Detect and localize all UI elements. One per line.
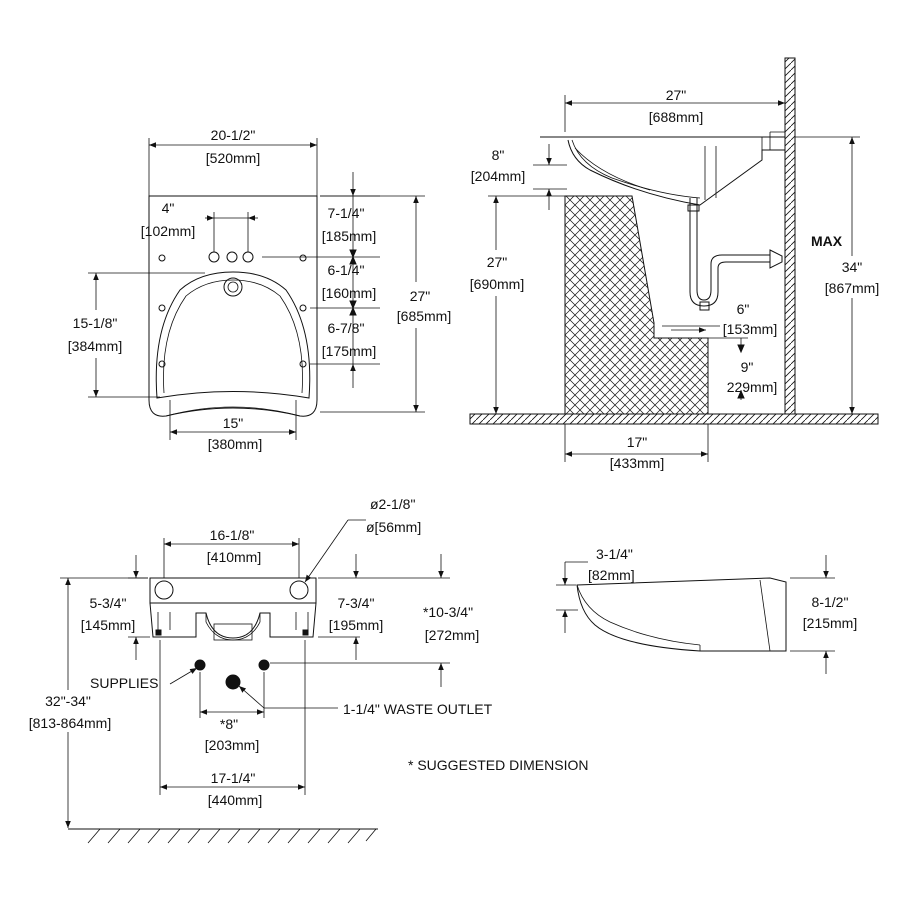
knee-height-mm-label: [690mm] — [470, 276, 524, 292]
drain-icon — [223, 277, 243, 297]
mount-height-mm-label: [813-864mm] — [29, 715, 111, 731]
body-height-label: 7-3/4" — [338, 595, 375, 611]
plan-dim-b-mm-label: [160mm] — [322, 285, 376, 301]
rim-height-mm-label: [867mm] — [825, 280, 879, 296]
plan-dim-c-mm-label: [175mm] — [322, 343, 376, 359]
plan-dim-a-label: 7-1/4" — [328, 205, 365, 221]
front-height-mm-label: [82mm] — [588, 567, 635, 583]
overhang-mm-label: [204mm] — [471, 168, 525, 184]
mount-spacing-mm-label: [410mm] — [207, 549, 261, 565]
mounting-hole-icon — [299, 360, 307, 368]
plan-sink-outline — [148, 195, 318, 417]
toe-depth-label: 9" — [741, 359, 754, 375]
supplies-label: SUPPLIES — [90, 675, 158, 691]
footnote: * SUGGESTED DIMENSION — [408, 757, 588, 773]
wall — [784, 57, 796, 415]
rim-height-label: 34" — [842, 259, 863, 275]
supply-spacing-mm-label: [203mm] — [205, 737, 259, 753]
mounting-hole-icon — [158, 360, 166, 368]
front-floor-hatch — [87, 828, 377, 844]
faucet-hole-icon — [208, 251, 220, 263]
max-label: MAX — [811, 233, 843, 249]
body-height-mm-label: [195mm] — [329, 617, 383, 633]
plan-width-label: 20-1/2" — [211, 127, 256, 143]
profile-view: 3-1/4" [82mm] 8-1/2" [215mm] — [556, 546, 857, 674]
toe-depth-mm-label: 229mm] — [727, 379, 778, 395]
front-sink-body — [149, 577, 317, 604]
supply-icon — [194, 659, 206, 671]
supply-drop-label: *10-3/4" — [423, 604, 473, 620]
faucet-spread-label: 4" — [162, 200, 175, 216]
plan-width-mm-label: [520mm] — [206, 150, 260, 166]
supply-icon — [258, 659, 270, 671]
mounting-hole-icon — [299, 254, 307, 262]
mounting-hole-icon — [299, 304, 307, 312]
supply-drop-mm-label: [272mm] — [425, 627, 479, 643]
knee-depth-label: 17" — [627, 434, 648, 450]
plan-view: 20-1/2" [520mm] 4" [102mm] 7-1/4" [185mm… — [55, 127, 460, 452]
waste-outlet-label: 1-1/4" WASTE OUTLET — [343, 701, 493, 717]
toe-height-mm-label: [153mm] — [723, 321, 777, 337]
side-projection-mm-label: [688mm] — [649, 109, 703, 125]
faucet-hole-icon — [242, 251, 254, 263]
bracket-spacing-label: 17-1/4" — [211, 770, 256, 786]
plan-dim-c-label: 6-7/8" — [328, 320, 365, 336]
front-view: ø2-1/8" ø[56mm] 16-1/8" [410mm] 5-3/4" [… — [14, 496, 493, 844]
bowl-width-label: 15" — [223, 415, 244, 431]
side-projection-label: 27" — [666, 87, 687, 103]
overhang-label: 8" — [492, 147, 505, 163]
faucet-spread-mm-label: [102mm] — [141, 223, 195, 239]
floor — [469, 413, 879, 425]
bowl-depth-mm-label: [384mm] — [68, 338, 122, 354]
knee-clearance-block — [564, 195, 709, 415]
knee-height-label: 27" — [487, 254, 508, 270]
knee-depth-mm-label: [433mm] — [610, 455, 664, 471]
overflow-hole-icon — [154, 580, 174, 600]
bowl-width-mm-label: [380mm] — [208, 436, 262, 452]
toe-height-label: 6" — [737, 301, 750, 317]
plan-depth-mm-label: [685mm] — [397, 308, 451, 324]
plan-dim-a-mm-label: [185mm] — [322, 228, 376, 244]
supply-spacing-label: *8" — [220, 716, 238, 732]
side-sink-profile — [540, 136, 786, 206]
mounting-hole-icon — [158, 304, 166, 312]
mount-spacing-label: 16-1/8" — [210, 527, 255, 543]
bracket-spacing-mm-label: [440mm] — [208, 792, 262, 808]
profile-sink-outline — [576, 577, 787, 652]
left-height-mm-label: [145mm] — [81, 617, 135, 633]
waste-outlet-icon — [225, 674, 241, 690]
front-height-label: 3-1/4" — [596, 546, 633, 562]
plan-bowl-inner — [163, 279, 303, 394]
plan-bowl-outline — [155, 271, 311, 399]
plan-dim-b-label: 6-1/4" — [328, 262, 365, 278]
mount-height-label: 32"-34" — [45, 693, 91, 709]
hole-diameter-mm-label: ø[56mm] — [366, 519, 421, 535]
plan-depth-label: 27" — [410, 288, 431, 304]
back-height-label: 8-1/2" — [812, 594, 849, 610]
bowl-depth-label: 15-1/8" — [73, 315, 118, 331]
mounting-hole-icon — [158, 254, 166, 262]
left-height-label: 5-3/4" — [90, 595, 127, 611]
faucet-hole-icon — [226, 251, 238, 263]
p-trap-pipe — [689, 198, 770, 307]
back-height-mm-label: [215mm] — [803, 615, 857, 631]
side-view: 27" [688mm] 8" [204mm] 27" [690mm] MAX 3… — [462, 57, 890, 471]
overflow-hole-icon — [289, 580, 309, 600]
hole-diameter-label: ø2-1/8" — [370, 496, 415, 512]
